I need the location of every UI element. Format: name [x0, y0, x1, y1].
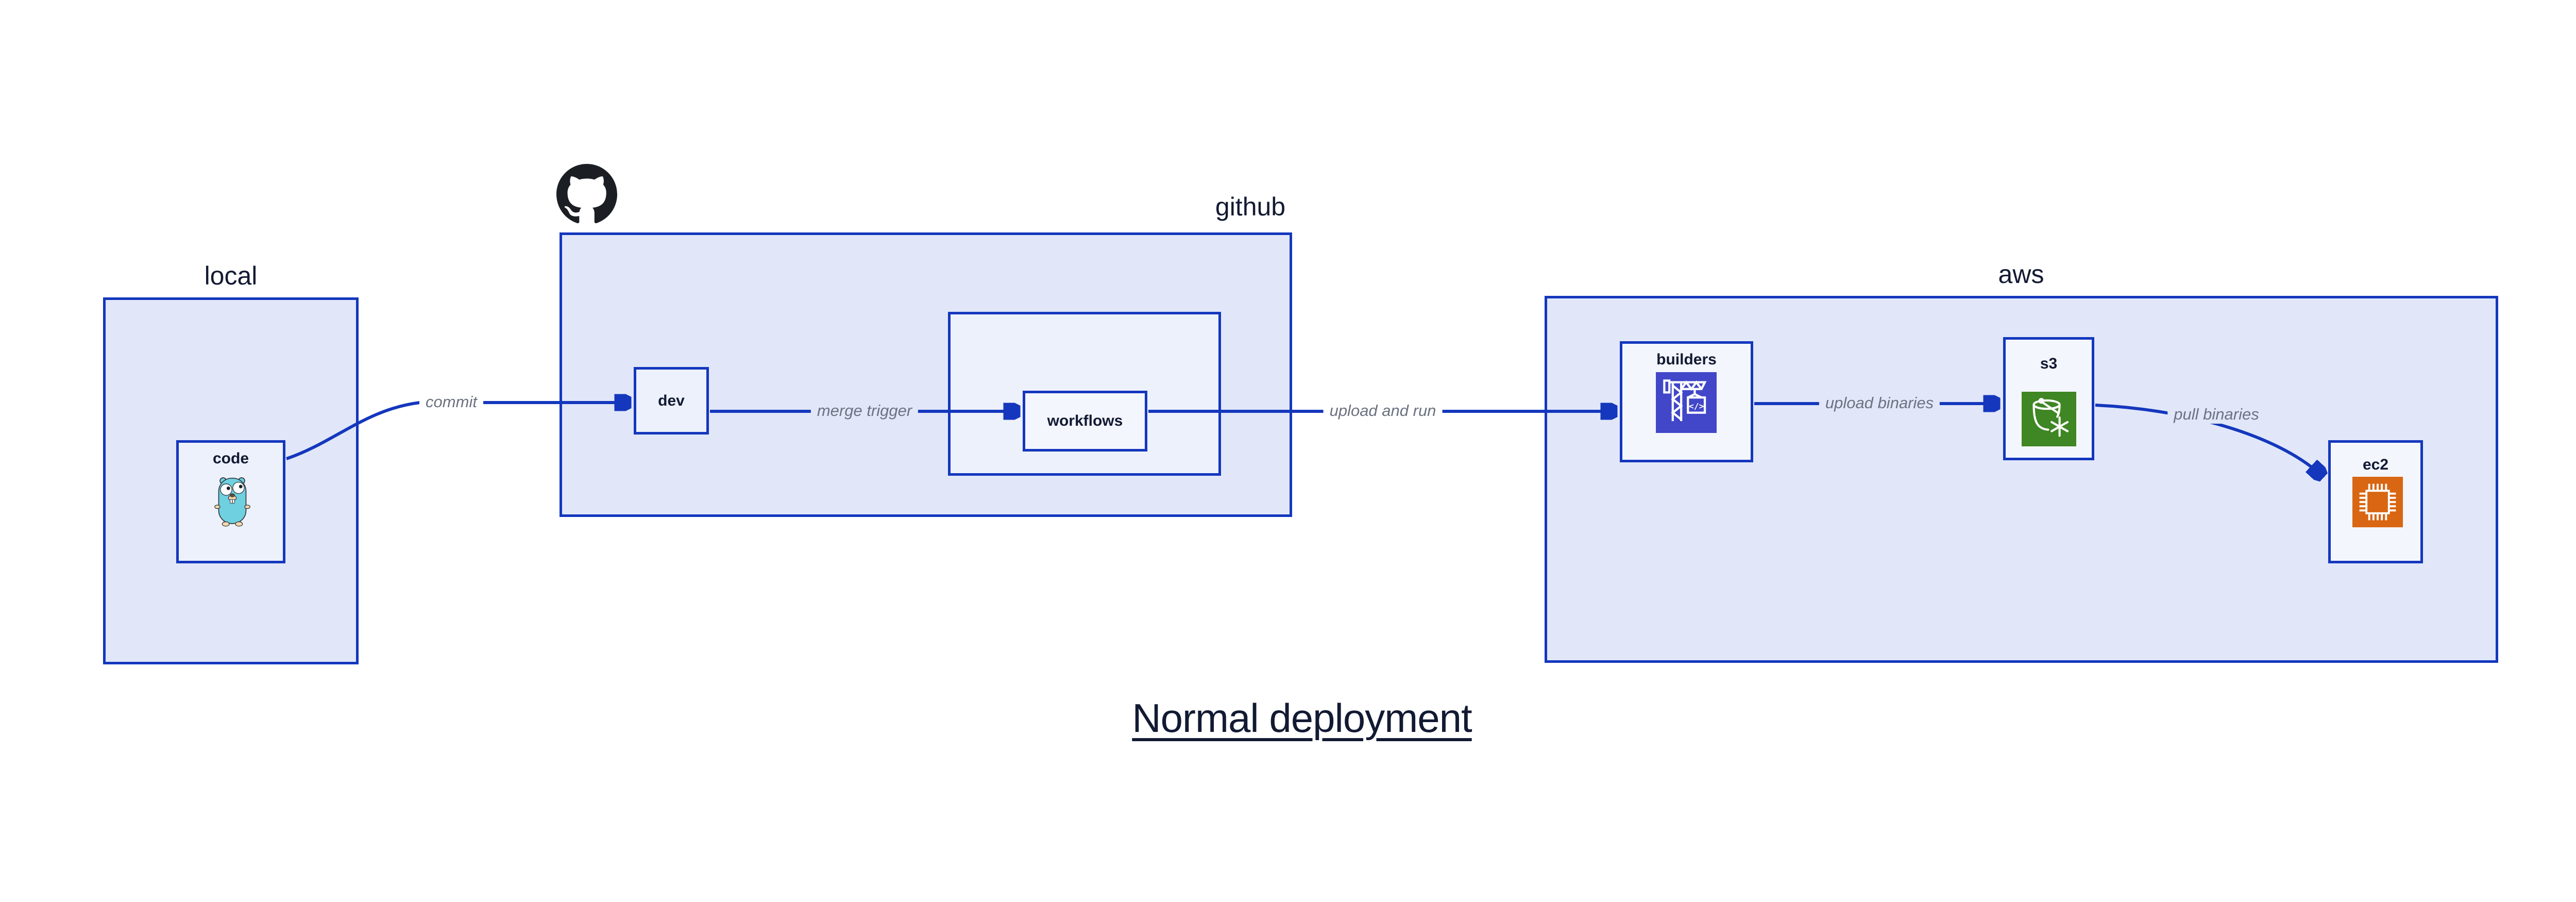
- node-builders-label: builders: [1656, 351, 1717, 368]
- node-workflows: workflows: [1023, 391, 1147, 452]
- svg-text:</>: </>: [1689, 401, 1704, 411]
- edge-pull-binaries-label: pull binaries: [2167, 405, 2265, 424]
- edge-upload-and-run-label: upload and run: [1323, 402, 1443, 420]
- edge-merge-trigger-label: merge trigger: [810, 402, 919, 420]
- go-gopher-icon: [210, 474, 255, 529]
- s3-glacier-bucket-icon: [2022, 392, 2076, 446]
- ec2-chip-icon: [2352, 477, 2403, 527]
- github-octocat-icon: [556, 164, 617, 225]
- edge-commit-label: commit: [419, 393, 483, 411]
- node-workflows-label: workflows: [1047, 412, 1123, 429]
- edge-upload-binaries-label: upload binaries: [1819, 394, 1940, 412]
- node-dev-label: dev: [658, 392, 685, 409]
- github-group-label: github: [1215, 192, 1286, 221]
- node-code-label: code: [212, 450, 249, 467]
- diagram-title: Normal deployment: [1132, 695, 1472, 741]
- local-group-label: local: [204, 261, 258, 290]
- node-ec2-label: ec2: [2362, 456, 2389, 473]
- node-s3-label: s3: [2040, 355, 2058, 372]
- node-dev: dev: [634, 367, 709, 435]
- node-builders: builders: [1620, 341, 1753, 462]
- aws-group-label: aws: [1998, 260, 2044, 289]
- node-ec2: ec2: [2328, 440, 2423, 563]
- codebuild-crane-icon: </>: [1656, 372, 1717, 433]
